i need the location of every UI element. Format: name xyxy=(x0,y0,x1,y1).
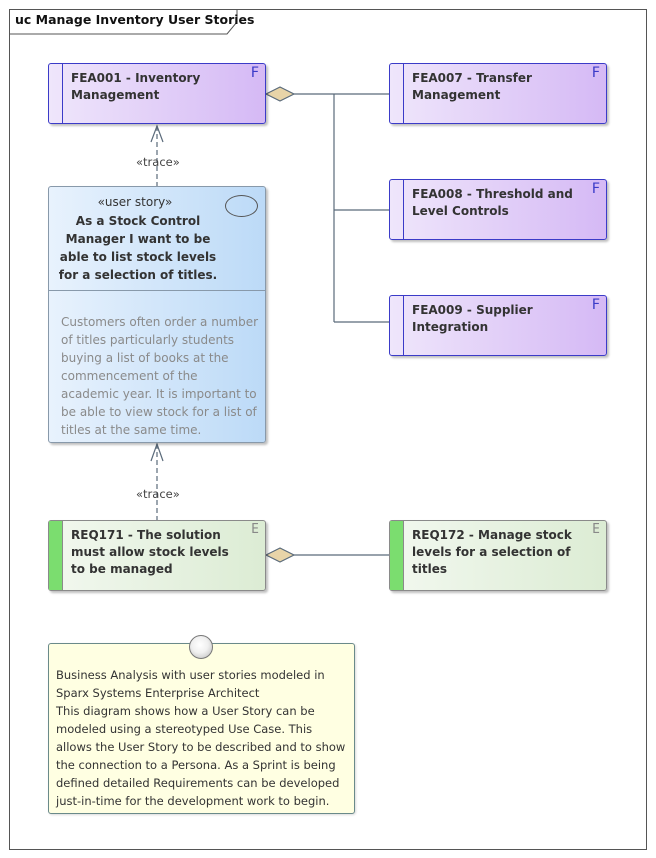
feature-label: FEA008 - Threshold and Level Controls xyxy=(412,187,573,218)
trace-label-lower: «trace» xyxy=(136,487,180,501)
feature-label: FEA009 - Supplier Integration xyxy=(412,303,533,334)
user-story-title: As a Stock Control Manager I want to be … xyxy=(58,214,218,282)
feature-fea009[interactable]: FEA009 - Supplier Integration F xyxy=(389,295,607,356)
requirement-label: REQ171 - The solution must allow stock l… xyxy=(71,528,229,576)
requirement-req172[interactable]: REQ172 - Manage stock levels for a selec… xyxy=(389,520,607,591)
note-anchor-icon xyxy=(189,635,213,659)
feature-fea001[interactable]: FEA001 - Inventory Management F xyxy=(48,63,266,124)
feature-type-icon: F xyxy=(591,181,600,197)
requirement-type-icon: E xyxy=(251,522,259,537)
note-text: Business Analysis with user stories mode… xyxy=(56,666,348,810)
note-text-line1: Business Analysis with user stories mode… xyxy=(56,668,325,700)
feature-type-icon: F xyxy=(250,65,259,81)
requirement-type-icon: E xyxy=(592,522,600,537)
user-story-stereotype: «user story» xyxy=(97,195,173,209)
diagram-frame xyxy=(9,9,647,850)
use-case-icon xyxy=(225,195,258,217)
user-story-element[interactable]: «user story» As a Stock Control Manager … xyxy=(48,186,266,443)
note-element[interactable]: Business Analysis with user stories mode… xyxy=(48,635,355,814)
aggregation-fea001 xyxy=(264,86,389,323)
trace-req171-to-story xyxy=(150,442,164,520)
feature-label: FEA001 - Inventory Management xyxy=(71,71,201,102)
requirement-label: REQ172 - Manage stock levels for a selec… xyxy=(412,528,572,576)
feature-fea008[interactable]: FEA008 - Threshold and Level Controls F xyxy=(389,179,607,240)
diagram-title-tab xyxy=(9,9,238,35)
feature-label: FEA007 - Transfer Management xyxy=(412,71,532,102)
feature-type-icon: F xyxy=(591,297,600,313)
feature-type-icon: F xyxy=(591,65,600,81)
user-story-notes: Customers often order a number of titles… xyxy=(61,315,259,437)
trace-story-to-fea001 xyxy=(150,124,164,186)
note-text-line2: This diagram shows how a User Story can … xyxy=(56,704,346,808)
user-story-divider xyxy=(49,290,265,291)
feature-fea007[interactable]: FEA007 - Transfer Management F xyxy=(389,63,607,124)
trace-label-upper: «trace» xyxy=(136,155,180,169)
aggregation-req171 xyxy=(264,547,389,563)
requirement-req171[interactable]: REQ171 - The solution must allow stock l… xyxy=(48,520,266,591)
diagram-title: uc Manage Inventory User Stories xyxy=(15,12,255,27)
